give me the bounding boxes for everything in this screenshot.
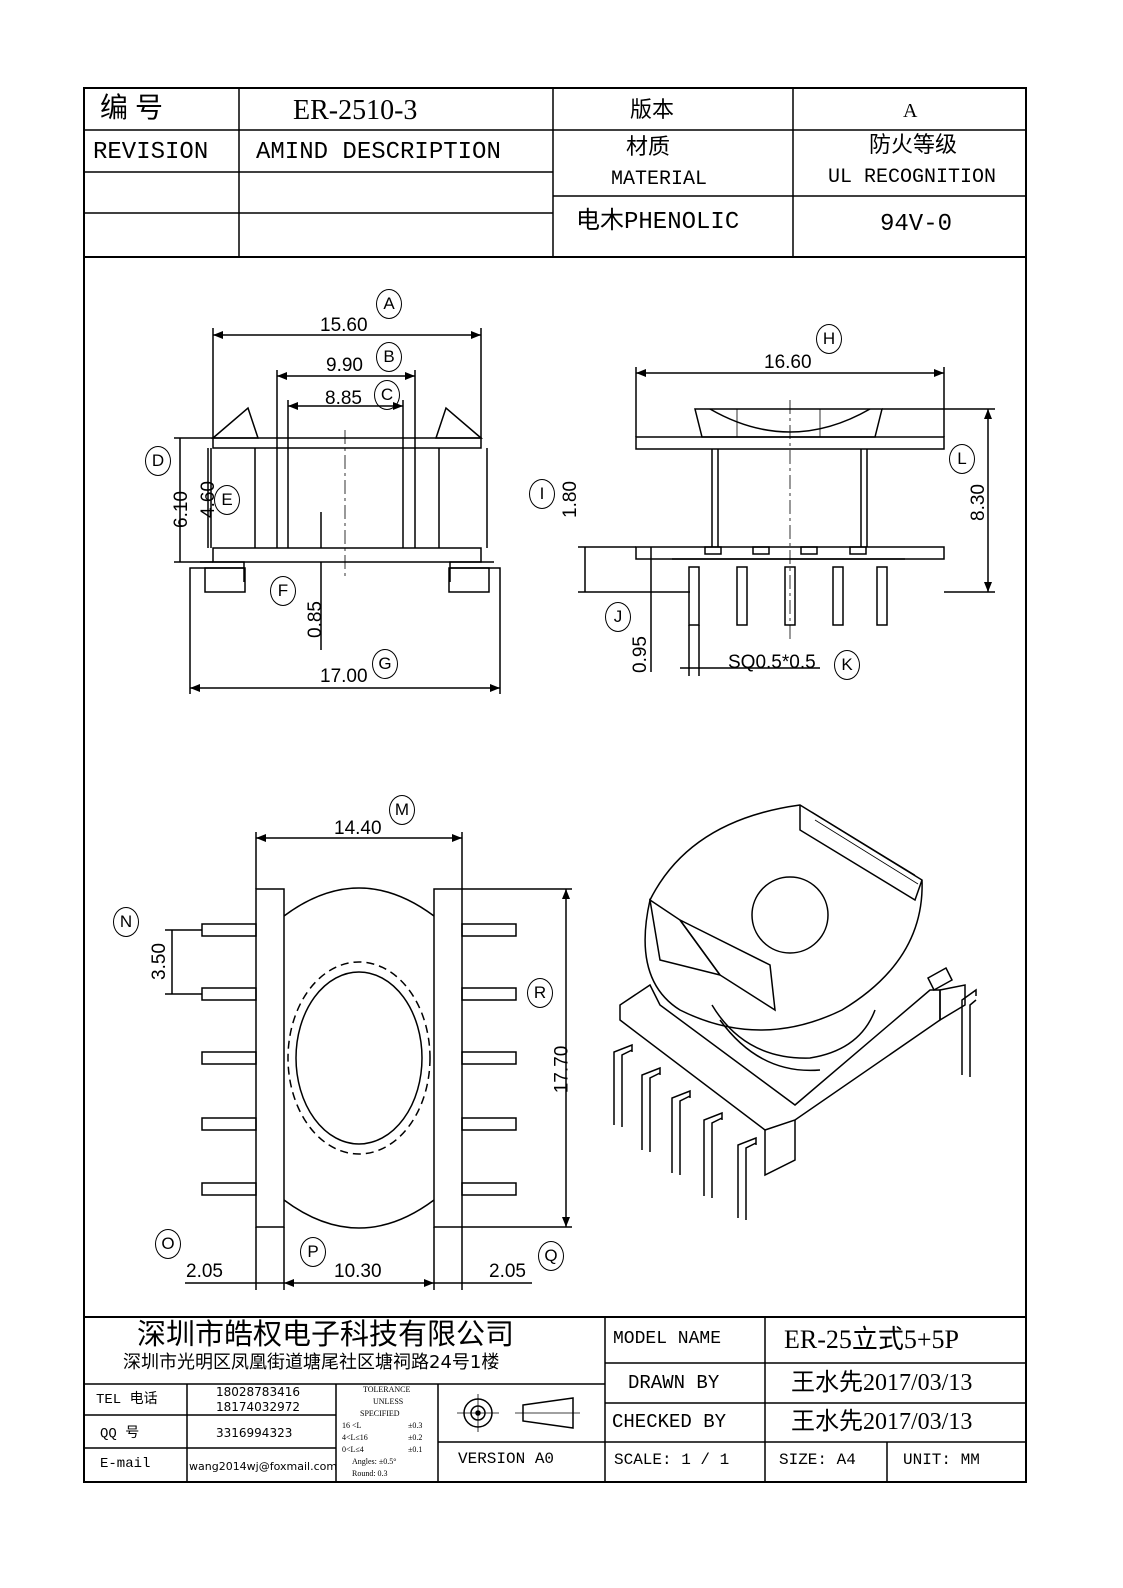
qq-label: QQ 号: [100, 1426, 140, 1442]
material-value: 电木PHENOLIC: [576, 209, 740, 236]
dim-l-tag: L: [949, 444, 975, 474]
dim-r-value: 17.70: [551, 1045, 573, 1094]
tol-range-2: 4<L≤16: [342, 1433, 368, 1442]
drawn-label: DRAWN BY: [628, 1372, 720, 1394]
tel-1: 18028783416: [216, 1385, 300, 1399]
unit-value: UNIT: MM: [903, 1451, 980, 1469]
tol-value-1: ±0.3: [408, 1421, 423, 1430]
tol-value-3: ±0.1: [408, 1445, 423, 1454]
dim-n-tag: N: [113, 907, 139, 937]
dim-h-value: 16.60: [764, 352, 812, 373]
dim-e-tag: E: [214, 485, 240, 515]
tolerance-title-2: UNLESS: [373, 1397, 404, 1406]
dim-l-value: 8.30: [967, 484, 989, 521]
version-value: A: [903, 100, 918, 122]
company-address: 深圳市光明区凤凰街道塘尾社区塘祠路24号1楼: [123, 1352, 500, 1373]
email-value: wang2014wj@foxmail.com: [189, 1460, 338, 1473]
dim-g-value: 17.00: [320, 666, 368, 687]
dim-j-value: 0.95: [629, 636, 651, 673]
dim-m-value: 14.40: [334, 818, 382, 839]
ul-label-cn: 防火等级: [869, 133, 958, 158]
dim-h-tag: H: [816, 324, 842, 354]
number-label: 编 号: [100, 93, 164, 124]
model-value: ER-25立式5+5P: [784, 1325, 960, 1354]
tol-value-2: ±0.2: [408, 1433, 423, 1442]
version-block: VERSION A0: [458, 1450, 555, 1468]
tolerance-title-1: TOLERANCE: [363, 1385, 411, 1394]
tel-label: TEL 电话: [96, 1392, 158, 1408]
ul-label-en: UL RECOGNITION: [828, 166, 997, 189]
ul-value: 94V-0: [880, 211, 953, 238]
dim-b-tag: B: [376, 342, 402, 372]
scale-value: SCALE: 1 / 1: [614, 1451, 730, 1469]
dim-a-tag: A: [376, 289, 402, 319]
company-name: 深圳市皓权电子科技有限公司: [137, 1319, 515, 1351]
email-label: E-mail: [100, 1456, 151, 1472]
tel-2: 18174032972: [216, 1400, 300, 1414]
dim-m-tag: M: [389, 795, 415, 825]
tol-range-3: 0<L≤4: [342, 1445, 364, 1454]
amend-label: AMIND DESCRIPTION: [256, 139, 501, 166]
revision-label: REVISION: [93, 139, 209, 166]
tol-range-1: 16 <L: [342, 1421, 362, 1430]
dim-c-value: 8.85: [325, 388, 362, 409]
dim-o-tag: O: [155, 1229, 181, 1259]
dim-q-value: 2.05: [489, 1261, 526, 1282]
dim-p-tag: P: [300, 1237, 326, 1267]
size-value: SIZE: A4: [779, 1451, 856, 1469]
dim-q-tag: Q: [538, 1241, 564, 1271]
drawn-value: 王水先2017/03/13: [791, 1370, 973, 1396]
tolerance-title-3: SPECIFIED: [360, 1409, 400, 1418]
qq-value: 3316994323: [216, 1426, 293, 1440]
dim-d-tag: D: [145, 446, 171, 476]
model-label: MODEL NAME: [613, 1329, 722, 1349]
material-label-en: MATERIAL: [611, 168, 708, 191]
dim-k-tag: K: [834, 650, 860, 680]
tol-round: Round: 0.3: [352, 1469, 388, 1478]
material-label-cn: 材质: [626, 135, 671, 160]
tol-angles: Angles: ±0.5°: [352, 1457, 397, 1466]
dim-f-value: 0.85: [304, 601, 326, 638]
checked-label: CHECKED BY: [612, 1411, 727, 1433]
dim-b-value: 9.90: [326, 355, 363, 376]
checked-value: 王水先2017/03/13: [791, 1409, 973, 1435]
dim-c-tag: C: [374, 380, 400, 410]
part-number: ER-2510-3: [293, 95, 418, 126]
dim-o-value: 2.05: [186, 1261, 223, 1282]
dim-k-value: SQ0.5*0.5: [728, 652, 816, 673]
dim-f-tag: F: [270, 576, 296, 606]
dim-p-value: 10.30: [334, 1261, 382, 1282]
version-label: 版本: [630, 98, 675, 123]
dim-i-value: 1.80: [559, 481, 581, 518]
dim-n-value: 3.50: [148, 943, 170, 980]
dim-g-tag: G: [372, 649, 398, 679]
dim-a-value: 15.60: [320, 315, 368, 336]
dim-j-tag: J: [605, 602, 631, 632]
dim-r-tag: R: [527, 978, 553, 1008]
dim-e-value: 4.60: [197, 481, 219, 518]
dim-i-tag: I: [529, 479, 555, 509]
dim-d-value: 6.10: [170, 491, 192, 528]
